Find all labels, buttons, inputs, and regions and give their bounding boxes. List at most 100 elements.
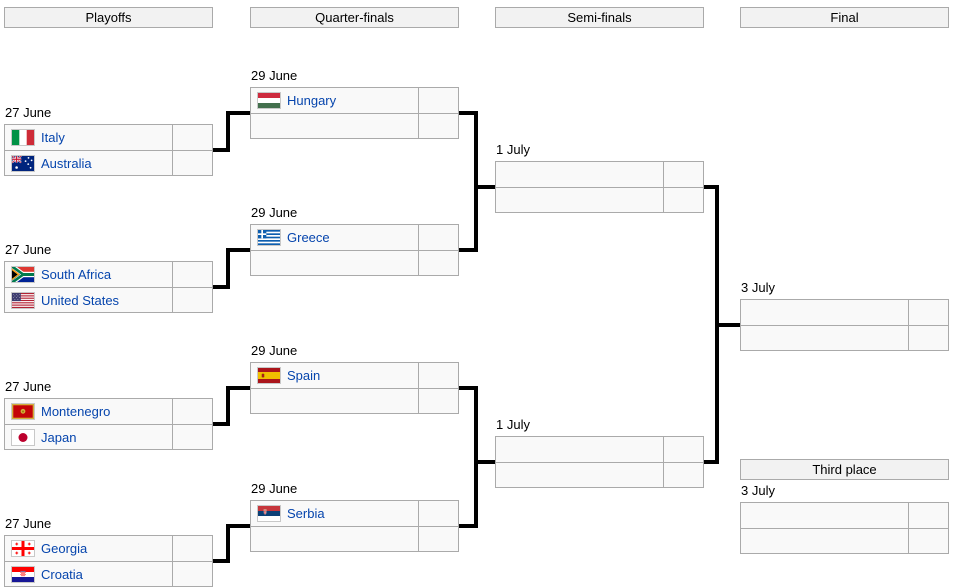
bracket-connector-line [704,185,719,189]
match-playoff-4: 27 June Georgia Croatia [4,516,213,587]
match-quarter-final-3: 29 June Spain [250,343,459,414]
bracket-connector-line [704,460,719,464]
bracket-connector-line [226,248,250,252]
flag-italy-icon [12,130,34,145]
match-semi-final-1: 1 July [495,142,704,213]
round-header-semi-finals: Semi-finals [495,7,704,28]
team-row-japan: Japan [5,424,212,449]
team-cell [496,463,663,487]
team-cell [741,300,908,325]
round-header-quarter-finals: Quarter-finals [250,7,459,28]
score-cell [172,562,212,586]
team-row-empty [741,300,948,325]
team-row-italy: Italy [5,125,212,150]
team-link-hungary[interactable]: Hungary [287,93,337,108]
team-link-australia[interactable]: Australia [41,155,92,171]
team-cell: Italy [5,125,172,150]
match-table [740,502,949,554]
match-table: South Africa United States [4,261,213,313]
match-date: 1 July [496,142,530,157]
match-date: 29 June [251,343,298,358]
bracket-connector-line [226,111,250,115]
flag-serbia-icon [258,506,280,521]
score-cell [908,529,948,553]
score-cell [418,501,458,526]
team-cell: South Africa [5,262,172,287]
team-cell: Japan [5,425,172,449]
match-table: Italy Australia [4,124,213,176]
match-date: 29 June [251,481,298,496]
score-cell [172,425,212,449]
match-table: Greece [250,224,459,276]
team-cell [496,437,663,462]
bracket-connector-line [226,386,250,390]
match-table: Serbia [250,500,459,552]
flag-croatia-icon [12,566,34,582]
team-link-united-states[interactable]: United States [41,292,120,308]
team-link-serbia[interactable]: Serbia [287,506,325,521]
match-playoff-3: 27 June Montenegro Japan [4,379,213,450]
team-cell: Greece [251,225,418,250]
team-row-montenegro: Montenegro [5,399,212,424]
team-row-serbia: Serbia [251,501,458,526]
team-row-hungary: Hungary [251,88,458,113]
score-cell [172,288,212,312]
round-header-playoffs: Playoffs [4,7,213,28]
bracket-connector-line [474,386,478,528]
match-date: 27 June [5,242,52,257]
bracket-connector-line [715,323,740,327]
team-cell: Hungary [251,88,418,113]
flag-hungary-icon [258,93,280,108]
team-cell: Georgia [5,536,172,561]
bracket-connector-line [459,524,478,528]
score-cell [908,503,948,528]
team-cell: Montenegro [5,399,172,424]
team-cell: United States [5,288,172,312]
team-cell: Australia [5,151,172,175]
team-cell [741,529,908,553]
match-table: Hungary [250,87,459,139]
flag-georgia-icon [12,541,34,556]
team-row-empty [251,113,458,138]
match-date: 3 July [741,280,775,295]
score-cell [663,463,703,487]
team-link-japan[interactable]: Japan [41,429,77,445]
bracket-connector-line [226,524,250,528]
bracket-connector-line [226,248,230,289]
bracket-connector-line [213,422,230,426]
team-link-croatia[interactable]: Croatia [41,566,83,582]
third-place-header: Third place [740,459,949,480]
flag-australia-icon [12,155,34,171]
score-cell [418,389,458,413]
team-link-montenegro[interactable]: Montenegro [41,404,111,419]
match-semi-final-2: 1 July [495,417,704,488]
team-row-empty [741,325,948,350]
match-date: 29 June [251,205,298,220]
score-cell [908,326,948,350]
flag-montenegro-icon [12,404,34,419]
bracket-connector-line [459,248,478,252]
team-row-georgia: Georgia [5,536,212,561]
team-link-italy[interactable]: Italy [41,130,65,145]
score-cell [418,527,458,551]
bracket-connector-line [474,111,478,252]
team-cell: Serbia [251,501,418,526]
team-link-georgia[interactable]: Georgia [41,541,88,556]
match-date: 1 July [496,417,530,432]
match-quarter-final-1: 29 June Hungary [250,68,459,139]
team-link-spain[interactable]: Spain [287,368,321,383]
team-row-spain: Spain [251,363,458,388]
team-row-empty [251,388,458,413]
team-link-greece[interactable]: Greece [287,230,330,245]
match-quarter-final-4: 29 June Serbia [250,481,459,552]
team-row-south-africa: South Africa [5,262,212,287]
score-cell [908,300,948,325]
bracket-connector-line [459,111,478,115]
team-row-empty [496,187,703,212]
team-link-south-africa[interactable]: South Africa [41,267,112,282]
bracket-connector-line [213,148,230,152]
bracket-connector-line [226,524,230,563]
score-cell [663,162,703,187]
match-date: 29 June [251,68,298,83]
score-cell [663,188,703,212]
